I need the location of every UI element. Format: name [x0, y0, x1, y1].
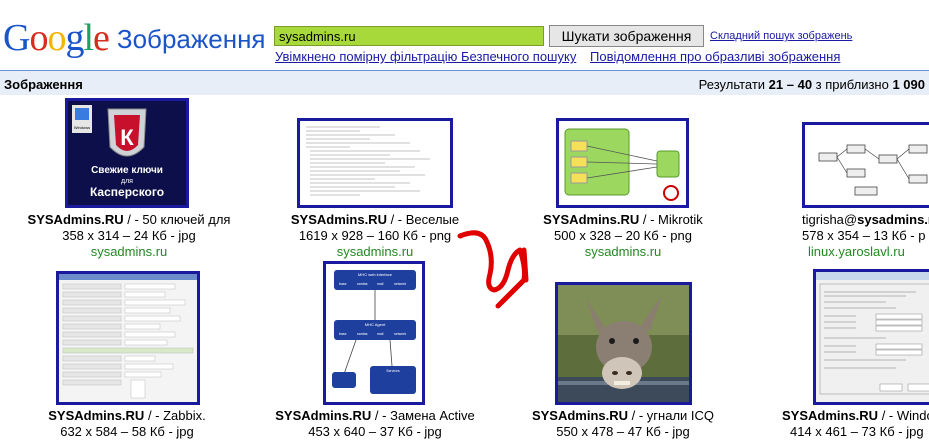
logo-subtitle: Зображення: [116, 24, 266, 54]
logo-letter: G: [3, 17, 30, 59]
result-meta: 550 x 478 – 47 Кб - jpg: [556, 424, 690, 439]
results-total: 1 090: [892, 77, 925, 92]
kaspersky-line1: Свежие ключи: [91, 165, 163, 176]
search-images-button[interactable]: Шукати зображення: [549, 25, 704, 47]
mhc-node: base: [339, 332, 347, 336]
result-meta: 1619 x 928 – 160 Кб - png: [298, 228, 452, 243]
result-title[interactable]: SYSAdmins.RU / - угнали ICQ: [503, 408, 743, 424]
search-input[interactable]: [274, 26, 544, 46]
result-title-bold: SYSAdmins.RU: [543, 212, 640, 227]
result-source[interactable]: linux.yaroslavl.ru: [808, 244, 905, 259]
report-offensive-link[interactable]: Повідомлення про образливі зображення: [590, 49, 841, 64]
result-title[interactable]: SYSAdmins.RU / - 50 ключей для: [9, 212, 249, 228]
result-title-pre: tigrisha@: [802, 212, 858, 227]
mhc-node: mail: [377, 332, 384, 336]
mhc-node: mail: [377, 282, 384, 286]
safesearch-link[interactable]: Увімкнено помірну фільтрацію Безпечного …: [275, 49, 577, 64]
result-thumbnail-architecture[interactable]: MHC web interface base samba mail networ…: [323, 261, 425, 405]
text-screenshot-image: [300, 121, 450, 205]
kaspersky-line3: Касперского: [90, 185, 164, 199]
result-caption: SYSAdmins.RU / - Mikrotik 500 x 328 – 20…: [503, 212, 743, 260]
result-title-rest: / - Windo: [878, 408, 929, 423]
results-count: Результати 21 – 40 з приблизно 1 090: [699, 77, 925, 92]
result-source[interactable]: sysadmins.ru: [90, 244, 168, 259]
mhc-node: network: [394, 332, 407, 336]
mhc-web-title: MHC web interface: [358, 272, 393, 277]
result-caption: tigrisha@sysadmins.r 578 x 354 – 13 Кб -…: [802, 212, 929, 260]
result-caption: SYSAdmins.RU / - Замена Active 453 x 640…: [255, 408, 495, 440]
kaspersky-image: Windows К Свежие ключи для Касперского: [68, 101, 186, 205]
result-caption: SYSAdmins.RU / - Веселые 1619 x 928 – 16…: [255, 212, 495, 260]
advanced-search-link[interactable]: Складний пошук зображень: [710, 30, 853, 42]
result-source[interactable]: sysadmins.ru: [336, 244, 414, 259]
network-diagram-image: [559, 121, 686, 205]
kaspersky-line2: для: [121, 178, 133, 185]
result-title[interactable]: SYSAdmins.RU / - Mikrotik: [503, 212, 743, 228]
result-thumbnail-network-diagram[interactable]: [556, 118, 689, 208]
flow-diagram-image: [805, 125, 929, 205]
result-title-bold: SYSAdmins.RU: [275, 408, 372, 423]
result-meta: 500 x 328 – 20 Кб - png: [554, 228, 692, 243]
result-caption: SYSAdmins.RU / - 50 ключей для 358 x 314…: [9, 212, 249, 260]
result-title-rest: / - Веселые: [386, 212, 460, 227]
mhc-node: samba: [357, 282, 368, 286]
logo-letter: e: [93, 17, 110, 59]
result-caption: SYSAdmins.RU / - Zabbix. 632 x 584 – 58 …: [7, 408, 247, 440]
mhc-services-title: Services: [386, 369, 400, 373]
donkey-photo-image: [558, 285, 689, 402]
red-arrow-annotation: [457, 230, 529, 309]
google-wordmark: Google: [3, 17, 110, 59]
result-title-bold: SYSAdmins.RU: [48, 408, 145, 423]
svg-text:К: К: [120, 125, 134, 150]
logo-letter: o: [47, 17, 66, 59]
result-title-bold: sysadmins.r: [857, 212, 929, 227]
mhc-node: samba: [357, 332, 368, 336]
result-title[interactable]: SYSAdmins.RU / - Замена Active: [255, 408, 495, 424]
google-logo[interactable]: Google Зображення: [3, 14, 266, 58]
result-meta: 632 x 584 – 58 Кб - jpg: [60, 424, 194, 439]
mhc-node: network: [394, 282, 407, 286]
result-title[interactable]: SYSAdmins.RU / - Windo: [782, 408, 929, 424]
result-source[interactable]: sysadmins.ru: [584, 244, 662, 259]
mhc-node: base: [339, 282, 347, 286]
result-title-rest: / - Замена Active: [371, 408, 475, 423]
result-caption: SYSAdmins.RU / - Windo 414 x 461 – 73 Кб…: [782, 408, 929, 440]
result-title-rest: / - Zabbix.: [144, 408, 206, 423]
results-bar: Зображення Результати 21 – 40 з приблизн…: [0, 70, 929, 95]
result-thumbnail-text-screenshot[interactable]: [297, 118, 453, 208]
architecture-diagram-image: MHC web interface base samba mail networ…: [326, 264, 422, 402]
result-thumbnail-kaspersky[interactable]: Windows К Свежие ключи для Касперского: [65, 98, 189, 208]
windows-dialog-image: [816, 272, 929, 402]
result-meta: 578 x 354 – 13 Кб - p: [802, 228, 926, 243]
result-thumbnail-windows-dialog[interactable]: [813, 269, 929, 405]
mhc-agent-title: MHC Agent: [365, 322, 386, 327]
results-about: з приблизно: [812, 77, 893, 92]
results-prefix: Результати: [698, 77, 769, 92]
result-title[interactable]: SYSAdmins.RU / - Веселые: [255, 212, 495, 228]
result-thumbnail-zabbix[interactable]: [56, 271, 200, 405]
result-thumbnail-flow-diagram[interactable]: [802, 122, 929, 208]
result-thumbnail-donkey[interactable]: [555, 282, 692, 405]
result-title-bold: SYSAdmins.RU: [782, 408, 879, 423]
result-title-bold: SYSAdmins.RU: [27, 212, 124, 227]
result-title-rest: / - угнали ICQ: [628, 408, 715, 423]
windows-label: Windows: [74, 125, 90, 130]
result-title-bold: SYSAdmins.RU: [531, 408, 629, 423]
result-title[interactable]: SYSAdmins.RU / - Zabbix.: [7, 408, 247, 424]
logo-letter: o: [29, 17, 48, 59]
result-title[interactable]: tigrisha@sysadmins.r: [802, 212, 929, 228]
section-title: Зображення: [4, 77, 83, 92]
result-title-bold: SYSAdmins.RU: [290, 212, 387, 227]
logo-letter: g: [65, 17, 84, 59]
results-range: 21 – 40: [768, 77, 813, 92]
logo-letter: l: [83, 17, 94, 59]
result-title-rest: / - 50 ключей для: [123, 212, 231, 227]
result-meta: 358 x 314 – 24 Кб - jpg: [62, 228, 196, 243]
zabbix-form-image: [59, 274, 197, 402]
result-meta: 414 x 461 – 73 Кб - jpg: [790, 424, 924, 439]
result-meta: 453 x 640 – 37 Кб - jpg: [308, 424, 442, 439]
result-title-rest: / - Mikrotik: [639, 212, 703, 227]
result-caption: SYSAdmins.RU / - угнали ICQ 550 x 478 – …: [503, 408, 743, 440]
